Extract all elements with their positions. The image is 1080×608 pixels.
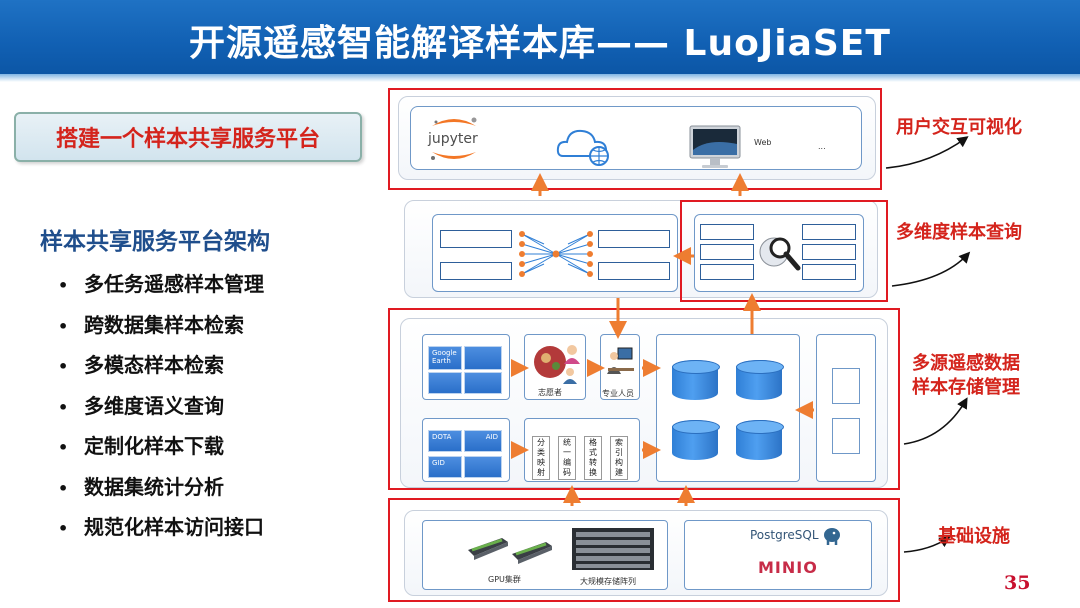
cloud-globe-icon [555, 122, 615, 168]
feature-text: 多维度语义查询 [84, 393, 224, 418]
query-result-box [802, 264, 856, 280]
storage-array-label: 大规模存储阵列 [580, 577, 636, 586]
query-result-box [802, 224, 856, 240]
step-label: 分类映射 [537, 438, 545, 477]
feature-item: • 多模态样本检索 [58, 349, 264, 390]
magnifier-globe-icon [758, 232, 802, 276]
feature-text: 定制化样本下载 [84, 434, 224, 458]
callout-curves [885, 136, 971, 553]
feature-item: • 多维度语义查询 [58, 390, 264, 431]
source-tile [464, 372, 502, 394]
step-label: 统一编码 [563, 438, 571, 477]
page-number: 35 [1004, 572, 1031, 594]
software-panel [684, 520, 872, 590]
ui-inner-panel [410, 106, 862, 170]
database-icon [736, 420, 782, 460]
bullet: • [58, 276, 69, 295]
feature-text: 多任务遥感样本管理 [84, 272, 264, 296]
query-box [598, 262, 670, 280]
file-icon [832, 368, 860, 404]
callout-box [14, 112, 362, 162]
more-label: ... [818, 142, 826, 151]
label-query: 多维度样本查询 [896, 222, 1022, 243]
slide-title: 开源遥感智能解译样本库—— LuoJiaSET [189, 23, 891, 64]
source-tile [464, 346, 502, 370]
query-result-box [700, 224, 754, 240]
storage-highlight-box [388, 308, 900, 490]
callout-text: 搭建一个样本共享服务平台 [55, 127, 320, 152]
step-label: 格式转换 [589, 438, 597, 477]
database-icon [672, 420, 718, 460]
query-box [598, 230, 670, 248]
desktop-icon [688, 124, 742, 170]
flow-arrows [511, 173, 814, 506]
feature-list: • 多任务遥感样本管理 • 跨数据集样本检索 • 多模态样本检索 • 多维度语义查询 •… [58, 268, 264, 552]
jupyter-icon [431, 117, 477, 160]
label-storage-1: 多源遥感数据 [912, 353, 1020, 374]
postgresql-label: PostgreSQL [750, 528, 819, 542]
neural-network-icon [516, 222, 596, 286]
query-result-box [700, 264, 754, 280]
step-box [558, 436, 576, 480]
google-earth-line2: Earth [432, 357, 451, 365]
file-panel [816, 334, 876, 482]
feature-text: 规范化样本访问接口 [84, 515, 264, 539]
feature-item: • 数据集统计分析 [58, 471, 264, 512]
ui-highlight-box [388, 88, 882, 190]
aid-button: AID [464, 430, 502, 452]
jupyter-label: jupyter [428, 131, 478, 147]
label-ui: 用户交互可视化 [896, 117, 1022, 138]
feature-text: 数据集统计分析 [84, 474, 224, 499]
architecture-title: 样本共享服务平台架构 [40, 229, 270, 255]
infra-highlight-box [388, 498, 900, 602]
feature-text: 多模态样本检索 [84, 353, 224, 377]
step-box [584, 436, 602, 480]
jupyter-logo [424, 114, 484, 164]
label-storage-2: 样本存储管理 [912, 377, 1020, 398]
header-bar [0, 0, 1080, 80]
feature-item: • 多任务遥感样本管理 [58, 268, 264, 309]
source-tile [464, 456, 502, 478]
gpu-server-icon [466, 530, 558, 568]
google-earth-line1: Google [432, 349, 457, 357]
query-result-box [700, 244, 754, 260]
storage-array-icon [570, 526, 656, 572]
header-shine [0, 74, 1080, 82]
elephant-icon [822, 526, 842, 546]
label-infra: 基础设施 [938, 526, 1010, 547]
step-box [610, 436, 628, 480]
query-box [440, 230, 512, 248]
bullet: • [58, 478, 69, 498]
source-tile [428, 372, 462, 394]
minio-label: MINIO [758, 558, 818, 577]
query-result-box [802, 244, 856, 260]
file-icon [832, 418, 860, 454]
feature-item: • 跨数据集样本检索 [58, 309, 264, 350]
volunteer-label: 志愿者 [538, 388, 562, 397]
volunteer-icon [528, 340, 582, 384]
expert-label: 专业人员 [602, 389, 634, 398]
bullet: • [58, 438, 69, 457]
bullet: • [58, 316, 69, 336]
database-icon [672, 360, 718, 400]
database-icon [736, 360, 782, 400]
google-earth-button: Google Earth [428, 346, 462, 370]
dota-button: DOTA [428, 430, 462, 452]
gid-button: GID [428, 456, 462, 478]
bullet: • [58, 397, 69, 417]
expert-icon [604, 344, 636, 376]
step-box [532, 436, 550, 480]
feature-item: • 定制化样本下载 [58, 430, 264, 471]
feature-text: 跨数据集样本检索 [84, 312, 244, 337]
bullet: • [58, 357, 69, 376]
step-label: 索引构建 [615, 438, 623, 477]
gpu-label: GPU集群 [488, 575, 521, 584]
feature-item: • 规范化样本访问接口 [58, 511, 264, 552]
web-label: Web [754, 138, 772, 147]
query-box [440, 262, 512, 280]
bullet: • [58, 519, 69, 538]
